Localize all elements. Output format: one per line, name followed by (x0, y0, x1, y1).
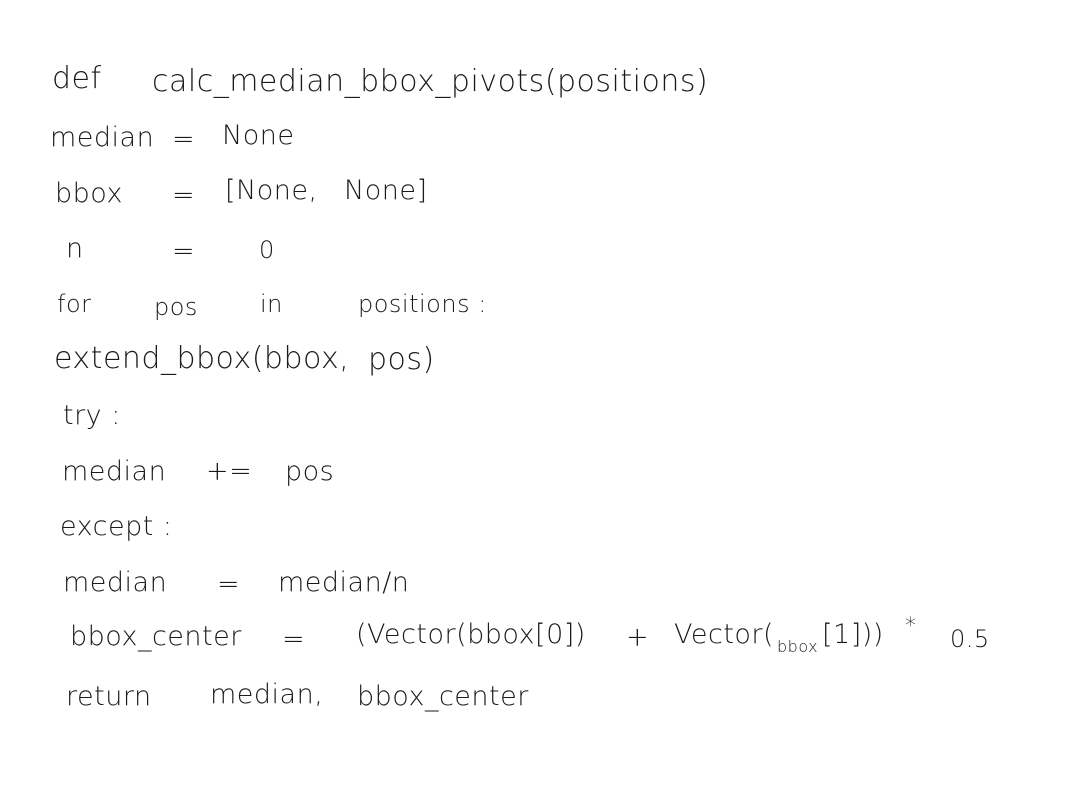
variable-n: n (66, 233, 84, 264)
iterable-positions: positions : (358, 290, 487, 318)
assign-operator: = (172, 236, 196, 267)
list-second-item: None] (344, 175, 428, 206)
assign-operator: = (172, 180, 196, 211)
variable-bbox: bbox (55, 178, 123, 209)
value-none: None (222, 120, 295, 151)
value-half: 0.5 (950, 625, 990, 653)
variable-median: median (62, 456, 167, 487)
keyword-in: in (260, 290, 283, 318)
plus-operator: + (626, 622, 650, 653)
call-extend-bbox: extend_bbox(bbox, (54, 341, 350, 376)
keyword-def: def (52, 61, 102, 96)
expression-index-1: [1])) (822, 619, 884, 650)
expression-median-div-n: median/n (278, 567, 410, 598)
assign-operator: = (282, 624, 306, 655)
value-zero: 0 (259, 236, 275, 264)
keyword-for: for (57, 290, 92, 318)
list-first-item: [None, (225, 175, 318, 206)
variable-median: median (50, 122, 155, 153)
function-signature: calc_median_bbox_pivots(positions) (152, 64, 709, 99)
loop-variable: pos (154, 293, 198, 321)
variable-median: median (63, 567, 168, 598)
multiply-operator: * (905, 614, 917, 639)
value-pos: pos (285, 456, 335, 487)
subscript-bbox: bbox (777, 637, 819, 656)
expression-vector-call: Vector( (674, 619, 775, 650)
assign-operator: = (217, 569, 241, 600)
keyword-try: try : (63, 400, 121, 431)
keyword-except: except : (60, 511, 173, 542)
variable-bbox-center: bbox_center (70, 621, 242, 652)
expression-vector-bbox-0: (Vector(bbox[0]) (356, 619, 586, 650)
argument-pos: pos) (368, 342, 435, 377)
keyword-return: return (66, 681, 152, 712)
assign-operator: = (172, 124, 196, 155)
return-bbox-center: bbox_center (357, 681, 529, 712)
return-median: median, (210, 679, 324, 710)
plus-assign-operator: += (206, 456, 253, 487)
